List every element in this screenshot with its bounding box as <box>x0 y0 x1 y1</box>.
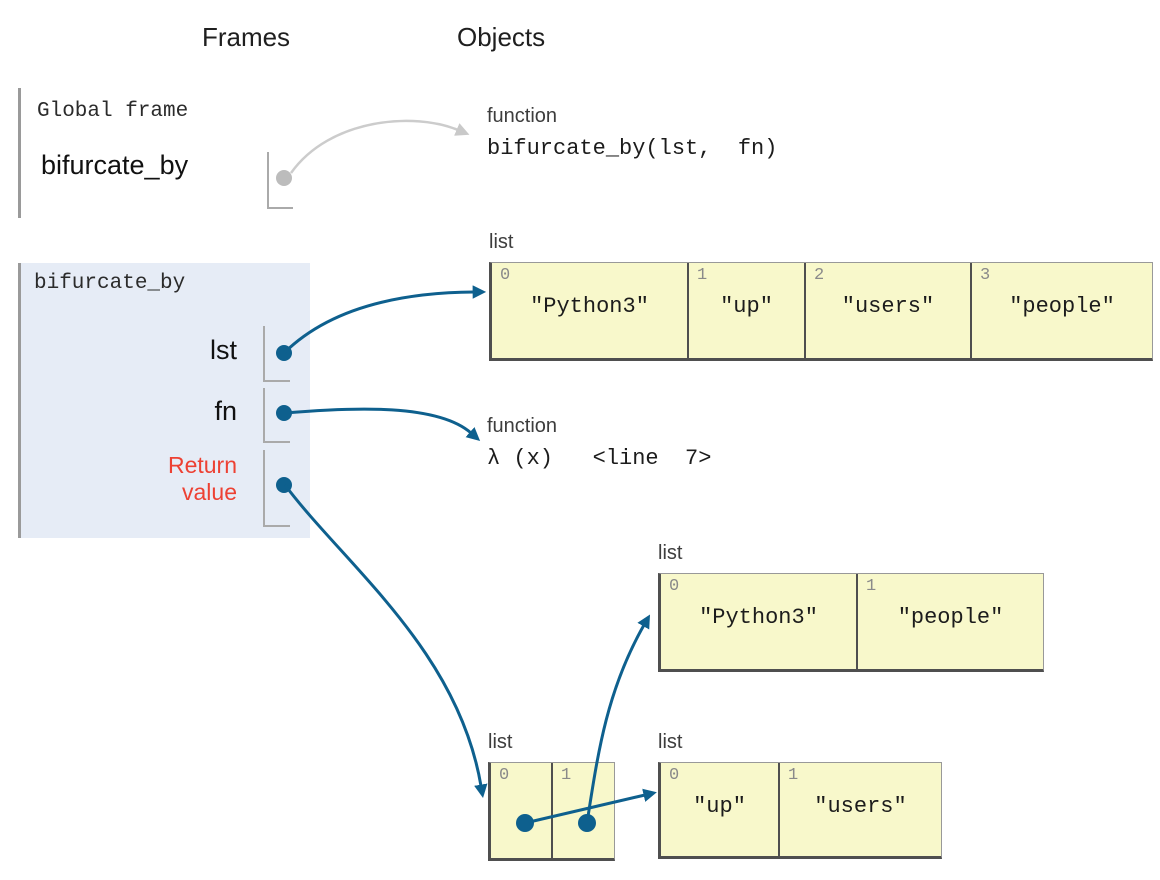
list-cell: 3 ″people″ <box>972 263 1152 358</box>
pointer-arrow-fn-to-lambda <box>284 407 481 442</box>
frames-column-header: Frames <box>201 22 291 52</box>
list-object-pair-a: list 0 ″Python3″ 1 ″people″ <box>658 541 1044 672</box>
list-cell: 0 ″Python3″ <box>492 263 689 358</box>
function-frame-label: bifurcate_by <box>34 272 186 295</box>
pointer-arrow-lst-to-list <box>282 285 487 355</box>
cell-value: ″Python3″ <box>530 294 649 319</box>
cell-value: ″people″ <box>897 605 1004 630</box>
function-type-label: function <box>487 415 558 437</box>
list-box: 0 ″up″ 1 ″users″ <box>658 762 942 859</box>
list-box: 0 ″Python3″ 1 ″people″ <box>658 573 1044 672</box>
list-type-label: list <box>489 231 514 253</box>
cell-index: 1 <box>866 577 877 596</box>
function-frame-bifurcate_by: bifurcate_by <box>18 263 310 538</box>
cell-index: 0 <box>669 766 680 785</box>
global-frame: Global frame bifurcate_by <box>18 88 295 218</box>
return-value-label-line1: Return <box>167 452 237 478</box>
list-cell: 0 ″Python3″ <box>661 574 858 669</box>
list-cell: 0 ″up″ <box>661 763 780 856</box>
cell-index: 1 <box>697 266 708 285</box>
list-cell-pointer: 1 <box>553 763 614 858</box>
list-object-lst: list 0 ″Python3″ 1 ″up″ 2 ″users″ 3 ″peo… <box>489 230 1153 361</box>
cell-index: 0 <box>500 266 511 285</box>
cell-index: 3 <box>980 266 991 285</box>
pointer-arrow-global-bifurcate_by <box>289 119 470 174</box>
function-signature: bifurcate_by(lst, fn) <box>487 136 778 161</box>
list-object-return-pair: list 0 1 <box>488 730 615 861</box>
list-type-label: list <box>658 542 683 564</box>
list-cell: 2 ″users″ <box>806 263 972 358</box>
cell-value: ″Python3″ <box>699 605 818 630</box>
variable-name-fn: fn <box>214 396 237 426</box>
list-type-label: list <box>488 731 513 753</box>
objects-column-header: Objects <box>457 22 546 52</box>
pointer-arrow-return-to-pair-list <box>283 484 488 798</box>
function-object-lambda: function λ (x) <line 7> <box>487 414 711 471</box>
function-signature: λ (x) <line 7> <box>487 446 712 471</box>
cell-index: 0 <box>499 766 510 785</box>
cell-index: 2 <box>814 266 825 285</box>
list-cell: 1 ″up″ <box>689 263 806 358</box>
list-type-label: list <box>658 731 683 753</box>
list-object-pair-b: list 0 ″up″ 1 ″users″ <box>658 730 942 859</box>
cell-value: ″up″ <box>720 294 773 319</box>
list-box: 0 1 <box>488 762 615 861</box>
cell-index: 1 <box>561 766 572 785</box>
global-frame-label: Global frame <box>37 100 189 123</box>
list-cell: 1 ″people″ <box>858 574 1043 669</box>
list-box: 0 ″Python3″ 1 ″up″ 2 ″users″ 3 ″people″ <box>489 262 1153 361</box>
return-value-label: Return value <box>97 452 237 506</box>
list-cell-pointer: 0 <box>491 763 553 858</box>
variable-name-bifurcate_by: bifurcate_by <box>41 150 189 180</box>
return-value-label-line2: value <box>182 479 237 505</box>
list-cell: 1 ″users″ <box>780 763 941 856</box>
cell-index: 1 <box>788 766 799 785</box>
variable-name-lst: lst <box>210 335 237 365</box>
cell-value: ″people″ <box>1009 294 1115 319</box>
function-type-label: function <box>487 105 558 127</box>
cell-value: ″users″ <box>841 294 935 319</box>
cell-value: ″up″ <box>693 794 746 819</box>
function-object-bifurcate_by: function bifurcate_by(lst, fn) <box>487 104 777 161</box>
cell-value: ″users″ <box>814 794 907 819</box>
cell-index: 0 <box>669 577 680 596</box>
